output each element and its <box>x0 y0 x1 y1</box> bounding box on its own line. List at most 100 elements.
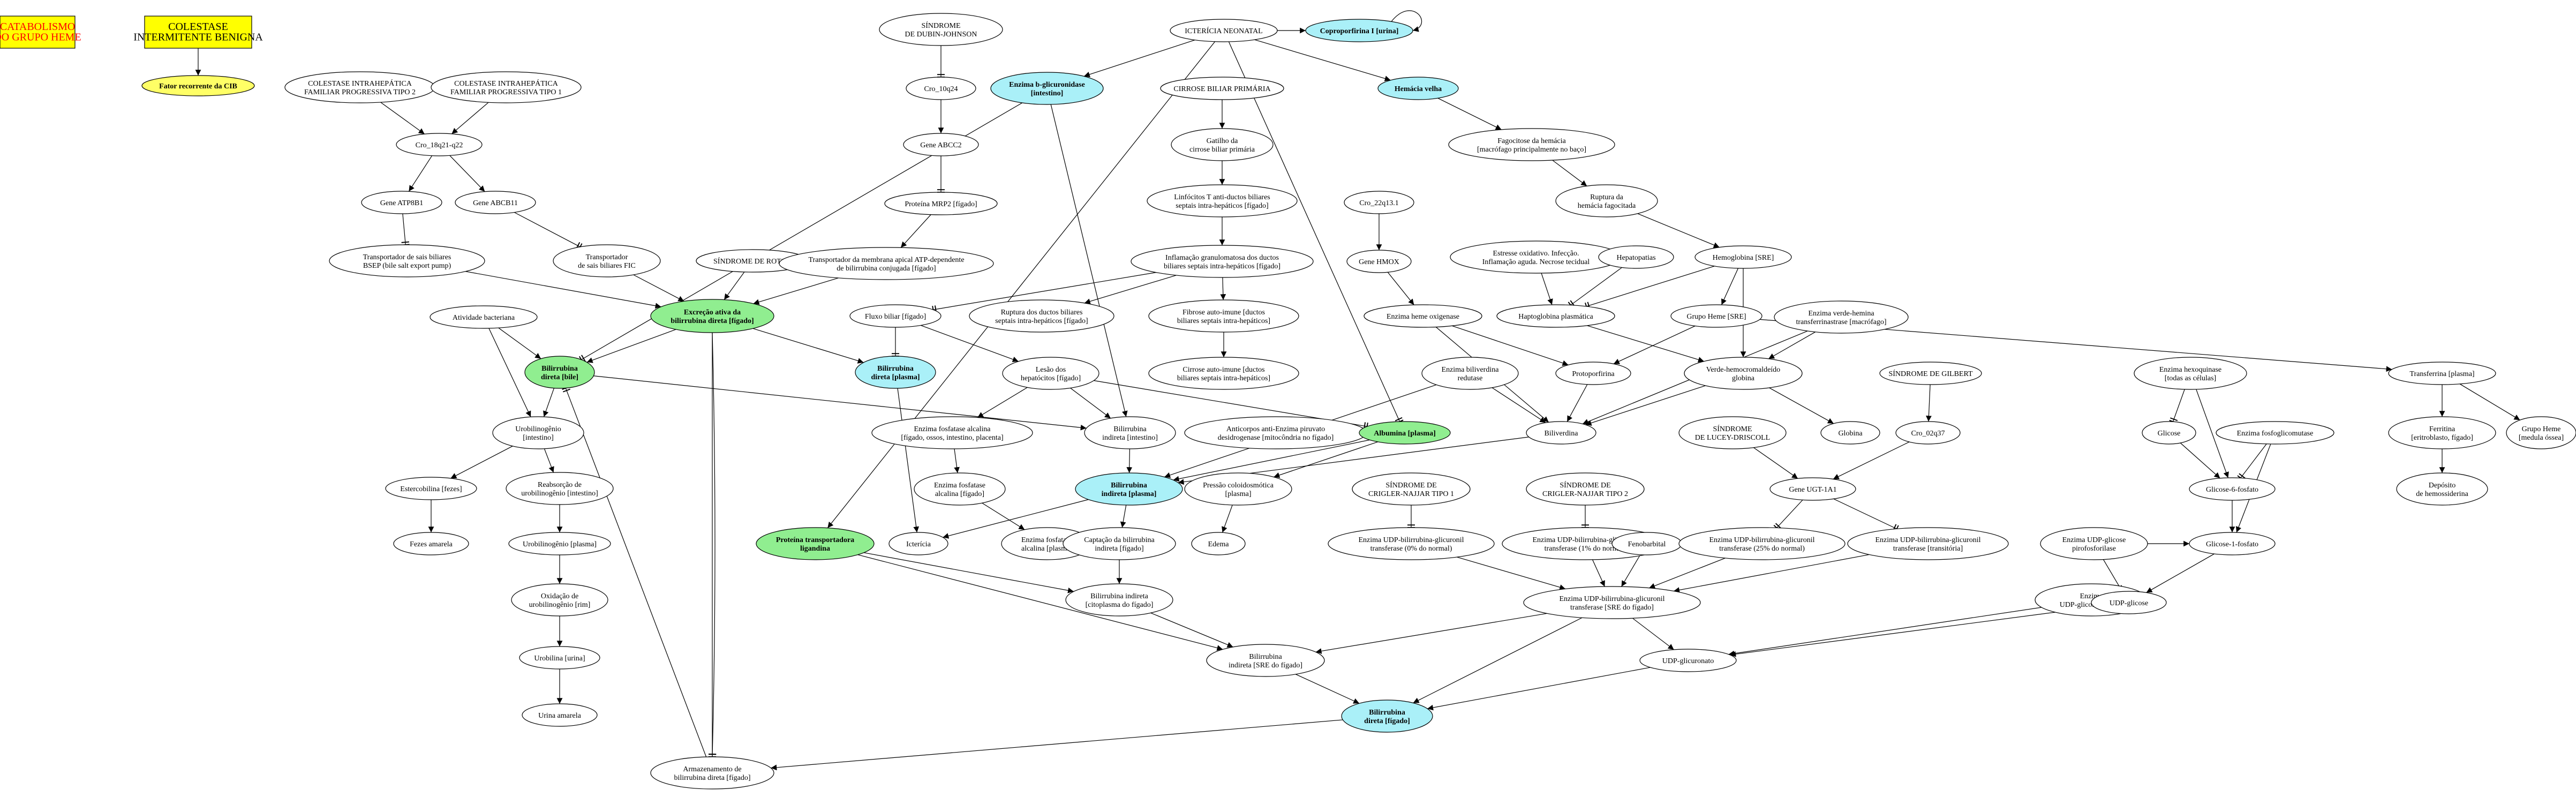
node-pressao-line-1: Pressão coloidosmótica <box>1203 482 1274 490</box>
node-grupo_heme_med-line-1: Grupo Heme <box>2522 425 2561 433</box>
node-g1f-line-1: Glicose-1-fosfato <box>2206 540 2258 548</box>
edge-hemoglobina-to-grupo_heme_sre <box>1721 268 1739 305</box>
node-shape <box>1847 527 2009 560</box>
node-bil_ind_cit-line-1: Bilirrubina indireta <box>1090 592 1148 600</box>
node-cro10: Cro_10q24 <box>906 77 976 100</box>
node-shape <box>1774 300 1909 334</box>
node-cirrose_auto-line-2: biliares septais intra-hepáticos] <box>1177 374 1270 382</box>
node-shape <box>1075 472 1183 506</box>
node-ugt1a1: Gene UGT-1A1 <box>1769 477 1856 501</box>
node-shape <box>1448 128 1615 161</box>
node-abcb11: Gene ABCB11 <box>455 191 536 214</box>
node-mrp2: Proteína MRP2 [fígado] <box>884 192 998 215</box>
node-ferritina: Ferritina[eritroblasto, fígado] <box>2388 416 2496 449</box>
edge-enz_udp_sre-to-bil_ind_sre <box>1315 613 1547 654</box>
node-bsep-line-2: BSEP (bile salt export pump) <box>363 262 451 270</box>
node-shape <box>1526 421 1596 445</box>
edge-bil_ind_sre-to-bil_dir_fig <box>1295 674 1360 704</box>
node-shape <box>1346 250 1412 273</box>
node-inflamacao-line-2: biliares septais intra-hepáticos [fígado… <box>1164 262 1281 270</box>
node-shape <box>1895 421 1961 445</box>
node-fenobarbital-line-1: Fenobarbital <box>1628 540 1666 548</box>
node-dubin-line-1: SÍNDROME <box>921 21 960 30</box>
node-gilbert-line-1: SÍNDROME DE GILBERT <box>1888 369 1972 378</box>
node-atividade-line-1: Atividade bacteriana <box>453 314 515 322</box>
edge-ruptura_hem-to-hemoglobina <box>1637 213 1720 248</box>
node-grupo_heme_sre: Grupo Heme [SRE] <box>1670 304 1762 328</box>
edge-bil_dir_fig-to-armazenamento <box>771 719 1343 771</box>
edge-prot_ligandina-to-bil_ind_cit <box>863 552 1074 593</box>
edge-enz_udp_sre-to-udp_glicuronato <box>1632 618 1674 650</box>
node-enz_heme_ox: Enzima heme oxigenase <box>1364 304 1482 328</box>
node-udp_glicuronato-line-1: UDP-glicuronato <box>1662 657 1714 665</box>
node-estresse: Estresse oxidativo. Infecção.Inflamação … <box>1450 240 1622 274</box>
node-shape <box>141 75 255 96</box>
node-shape <box>1341 700 1433 733</box>
node-cro18: Cro_18q21-q22 <box>396 133 483 156</box>
node-fator: Fator recorrente da CIB <box>141 75 255 96</box>
node-grupo_heme_med: Grupo Heme[medula óssea] <box>2506 416 2576 449</box>
edge-g1f-to-udp_glicose <box>2146 553 2215 593</box>
node-shape <box>1555 184 1658 217</box>
edge-cro18-to-atp8b1 <box>408 155 433 192</box>
node-ictericia_neo-line-1: ICTERÍCIA NEONATAL <box>1185 26 1262 35</box>
edge-ugt1a1-to-enz_udp_trans <box>1833 498 1899 533</box>
node-enz_fa_fig-line-2: alcalina [fígado] <box>935 490 984 498</box>
node-atp8b1-line-1: Gene ATP8B1 <box>380 199 424 207</box>
node-captacao-line-1: Captação da bilirrubina <box>1084 536 1155 544</box>
node-urobilina-line-1: Urobilina [urina] <box>534 655 585 663</box>
node-crigler2-line-2: CRIGLER-NAJJAR TIPO 2 <box>1542 490 1628 498</box>
node-enz_fa-line-2: [fígado, ossos, intestino, placenta] <box>901 434 1003 442</box>
node-enz_fa: Enzima fosfatase alcalina[fígado, ossos,… <box>871 416 1033 449</box>
node-shape <box>1598 245 1674 269</box>
node-shape <box>914 472 1006 506</box>
node-shape <box>393 532 469 555</box>
node-cirrose_auto-line-1: Cirrose auto-imune [ductos <box>1182 366 1264 374</box>
node-shape <box>1160 77 1284 100</box>
node-bil_ind_sre-line-2: indireta [SRE do fígado] <box>1229 661 1302 670</box>
node-deposito-line-1: Depósito <box>2429 482 2456 490</box>
node-bil_ind_sre-line-1: Bilirrubina <box>1249 653 1282 661</box>
node-urob_plasma: Urobilinogênio [plasma] <box>508 532 611 555</box>
edge-albumina-to-pressao <box>1274 441 1378 478</box>
edge-bil_bile-to-urobilinogenio_int <box>543 388 555 417</box>
node-reabsorcao-line-1: Reabsorção de <box>538 481 582 489</box>
node-bil_dir_fig-line-1: Bilirrubina <box>1369 709 1405 717</box>
edge-ictericia_neo-to-prot_ligandina <box>827 41 1215 529</box>
node-shape <box>1364 304 1482 328</box>
edge-inflamacao-to-fluxo <box>932 272 1156 314</box>
node-cfi1-line-1: COLESTASE INTRAHEPÁTICA <box>454 79 559 88</box>
node-grupo_heme_sre-line-1: Grupo Heme [SRE] <box>1686 313 1746 321</box>
node-enz_udp_0-line-2: transferase (0% do normal) <box>1370 545 1452 553</box>
node-gatilho-line-2: cirrose biliar primária <box>1189 146 1255 154</box>
node-shape <box>1002 357 1099 390</box>
edge-rotor-to-excrecao <box>724 272 745 300</box>
edge-haptoglobina-to-verde_hemo <box>1587 325 1704 363</box>
node-shape <box>1377 77 1459 100</box>
node-ictericia_neo: ICTERÍCIA NEONATAL <box>1170 19 1278 42</box>
edge-ugt1a1-to-enz_udp_25 <box>1773 499 1803 531</box>
node-shape <box>1555 362 1631 385</box>
node-shape <box>329 244 485 277</box>
node-bil_ind_cit: Bilirrubina indireta[citoplasma do fígad… <box>1065 583 1173 616</box>
node-shape <box>1147 184 1298 217</box>
edge-enz_verde-to-verde_hemo <box>1768 332 1816 359</box>
node-lesao-line-2: hepatócitos [fígado] <box>1021 374 1081 382</box>
node-crigler1-line-2: CRIGLER-NAJJAR TIPO 1 <box>1368 490 1454 498</box>
edge-enz_hexo-to-glicose <box>2169 389 2185 424</box>
node-urina-line-1: Urina amarela <box>538 712 581 720</box>
node-shape <box>903 133 979 156</box>
edge-lucey-to-ugt1a1 <box>1753 447 1798 479</box>
node-biliverdina: Biliverdina <box>1526 421 1596 445</box>
node-fibrose-line-1: Fibrose auto-imune [ductos <box>1182 309 1265 317</box>
node-enz_udp_1-line-1: Enzima UDP-bilirrubina-glicuronil <box>1532 536 1638 544</box>
